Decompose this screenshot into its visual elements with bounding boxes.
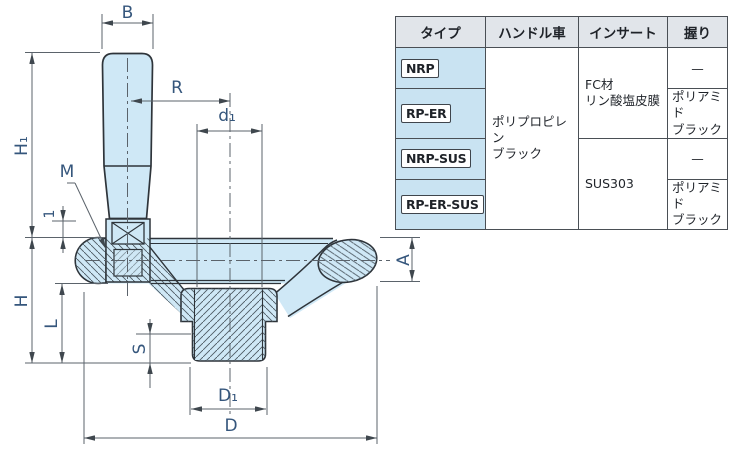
dim-label-D1: D₁ bbox=[218, 386, 238, 406]
grip-polyamide-line1: ポリアミド bbox=[672, 179, 722, 211]
col-header-insert: インサート bbox=[578, 16, 668, 48]
col-header-grip: 握り bbox=[667, 16, 728, 48]
dim-label-S: S bbox=[130, 344, 150, 355]
dim-label-H: H bbox=[12, 295, 32, 308]
table-row: RP-ER-SUS ポリアミド ブラック bbox=[395, 178, 728, 230]
type-cell-rp-er-sus: RP-ER-SUS bbox=[395, 178, 486, 230]
type-chip-nrp-sus: NRP-SUS bbox=[401, 149, 472, 169]
handwheel-material-line2: ブラック bbox=[492, 146, 543, 162]
dim-label-H1: H₁ bbox=[12, 136, 32, 156]
dimension-lines bbox=[25, 14, 420, 444]
grip-polyamide-cell: ポリアミド ブラック bbox=[667, 178, 728, 230]
dim-label-R: R bbox=[171, 78, 183, 98]
grip-none-cell: — bbox=[667, 47, 728, 89]
dim-label-A: A bbox=[394, 254, 414, 266]
dim-label-B: B bbox=[122, 3, 134, 23]
insert-fc-cell: FC材 リン酸塩皮膜 bbox=[578, 47, 668, 139]
left-spoke-hatch bbox=[149, 246, 186, 318]
spec-table-header-row: タイプ ハンドル車 インサート 握り bbox=[395, 16, 728, 48]
col-header-type: タイプ bbox=[395, 16, 486, 48]
type-cell-nrp: NRP bbox=[395, 47, 486, 89]
table-row: RP-ER ポリアミド ブラック bbox=[395, 88, 728, 139]
insert-fc-line2: リン酸塩皮膜 bbox=[585, 92, 661, 108]
insert-sus-cell: SUS303 bbox=[578, 137, 668, 230]
dim-label-M: M bbox=[60, 162, 75, 182]
type-chip-rp-er: RP-ER bbox=[401, 103, 452, 123]
dim-label-1: 1 bbox=[42, 210, 58, 219]
handwheel-material-line1: ポリプロピレン bbox=[492, 113, 568, 146]
centerlines bbox=[86, 58, 390, 415]
grip-none-cell: — bbox=[667, 137, 728, 180]
dim-label-D: D bbox=[224, 416, 237, 436]
insert-sus-label: SUS303 bbox=[585, 175, 634, 191]
dim-label-d1: d₁ bbox=[218, 106, 236, 126]
grip-polyamide-cell: ポリアミド ブラック bbox=[667, 88, 728, 139]
table-row: NRP-SUS SUS303 — bbox=[395, 137, 728, 230]
spec-table: タイプ ハンドル車 インサート 握り NRP ポリプロピレン ブラック FC材 … bbox=[395, 16, 728, 230]
grip-polyamide-line2: ブラック bbox=[672, 212, 723, 228]
grip-polyamide-line1: ポリアミド bbox=[672, 89, 722, 121]
grip-polyamide-line2: ブラック bbox=[672, 121, 723, 137]
type-cell-nrp-sus: NRP-SUS bbox=[395, 137, 486, 180]
type-chip-nrp: NRP bbox=[401, 58, 440, 78]
type-chip-rp-er-sus: RP-ER-SUS bbox=[401, 194, 484, 214]
insert-fc-line1: FC材 bbox=[585, 76, 614, 92]
col-header-handwheel: ハンドル車 bbox=[485, 16, 579, 48]
table-row: NRP ポリプロピレン ブラック FC材 リン酸塩皮膜 — bbox=[395, 47, 728, 230]
dim-label-L: L bbox=[42, 319, 62, 329]
type-cell-rp-er: RP-ER bbox=[395, 88, 486, 139]
dimension-labels: B H₁ R d₁ M 1 H L S A D₁ D bbox=[12, 3, 414, 436]
handwheel-material-cell: ポリプロピレン ブラック bbox=[485, 47, 579, 230]
hub-section bbox=[180, 287, 278, 362]
